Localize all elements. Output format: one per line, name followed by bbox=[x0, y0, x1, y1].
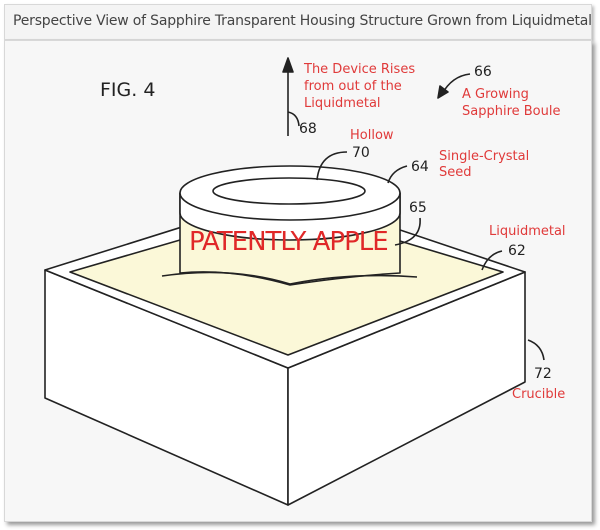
annotation-crucible: Crucible bbox=[512, 387, 565, 402]
arrow-66-head-icon bbox=[437, 85, 449, 99]
arrow-up-icon bbox=[282, 57, 294, 73]
annotation-seed-2: Seed bbox=[439, 165, 472, 180]
annotation-seed-1: Single-Crystal bbox=[439, 149, 529, 164]
ref-66: 66 bbox=[474, 64, 492, 80]
annotation-liquidmetal: Liquidmetal bbox=[489, 224, 566, 239]
leader-62 bbox=[481, 250, 503, 271]
annotation-device-rises-1: The Device Rises bbox=[303, 62, 415, 77]
annotation-boule-1: A Growing bbox=[462, 87, 529, 102]
leader-72 bbox=[527, 339, 545, 361]
ref-70: 70 bbox=[352, 145, 370, 161]
leader-65 bbox=[394, 217, 421, 246]
ref-64: 64 bbox=[411, 159, 429, 175]
annotation-device-rises-3: Liquidmetal bbox=[304, 96, 381, 111]
ref-62: 62 bbox=[508, 243, 526, 259]
ref-65: 65 bbox=[409, 200, 427, 216]
annotation-device-rises-2: from out of the bbox=[304, 79, 402, 94]
figure-label: FIG. 4 bbox=[100, 79, 155, 101]
caption-title: Perspective View of Sapphire Transparent… bbox=[13, 13, 592, 29]
ref-68: 68 bbox=[299, 121, 317, 137]
annotation-boule-2: Sapphire Boule bbox=[462, 104, 560, 119]
ref-72: 72 bbox=[534, 366, 552, 382]
leader-68 bbox=[287, 111, 300, 127]
leader-70 bbox=[316, 151, 348, 181]
annotation-hollow: Hollow bbox=[350, 128, 394, 143]
leader-64 bbox=[387, 165, 408, 184]
watermark: PATENTLY APPLE bbox=[189, 227, 388, 257]
boule-base-line bbox=[161, 271, 418, 285]
hollow-opening bbox=[212, 177, 366, 205]
title-bar: Perspective View of Sapphire Transparent… bbox=[4, 4, 592, 40]
